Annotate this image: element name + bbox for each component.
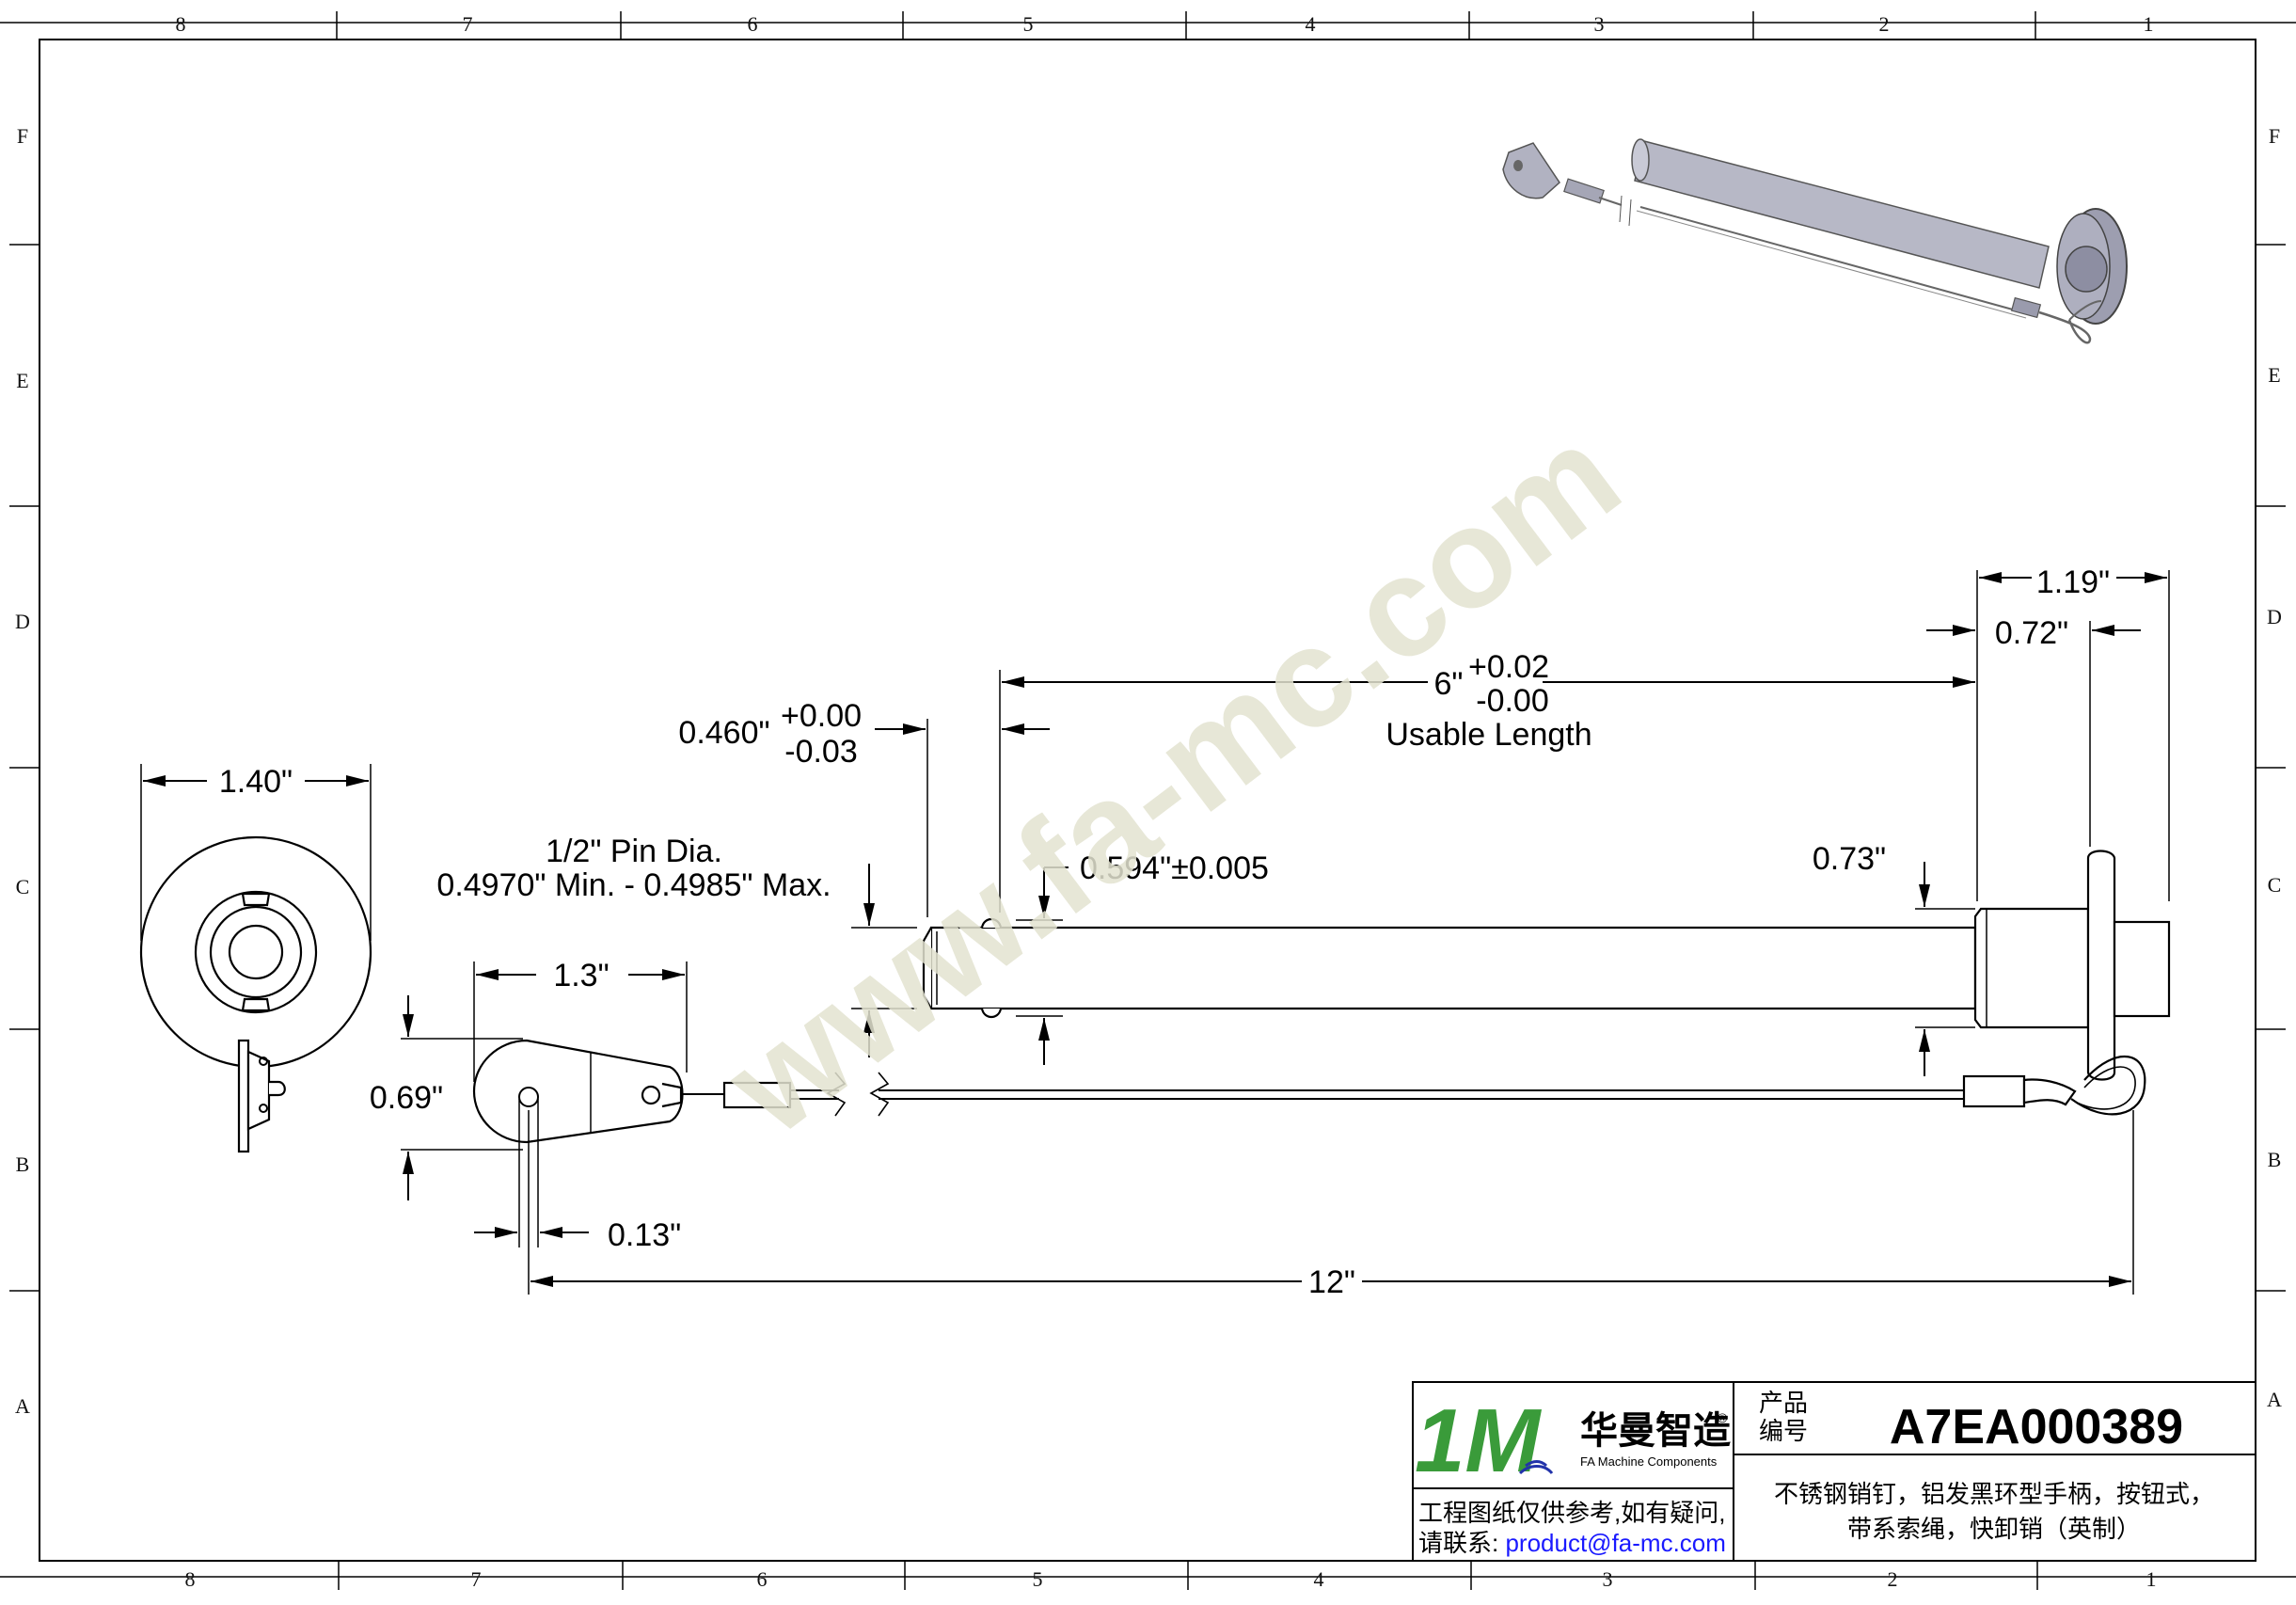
dim-text: 1.3" bbox=[553, 958, 609, 993]
col-label: 1 bbox=[2146, 1567, 2157, 1591]
dim-tip-460: 0.460" +0.00 -0.03 bbox=[678, 698, 1050, 917]
row-label: C bbox=[16, 875, 30, 898]
dim-text: 0.72" bbox=[1995, 615, 2068, 651]
row-label: F bbox=[17, 124, 28, 148]
tab-side-view bbox=[472, 1039, 684, 1144]
lanyard-cable bbox=[681, 1072, 1964, 1117]
dim-119: 1.19" bbox=[1976, 564, 2170, 901]
dim-ball-pos: 0.594"±0.005 bbox=[1016, 850, 1269, 1065]
row-label: E bbox=[16, 369, 28, 392]
row-label: B bbox=[2268, 1148, 2282, 1171]
dim-note: Usable Length bbox=[1386, 717, 1591, 753]
contact-email[interactable]: product@fa-mc.com bbox=[1505, 1529, 1725, 1557]
logo-en: FA Machine Components bbox=[1580, 1454, 1718, 1469]
part-number: A7EA000389 bbox=[1890, 1400, 2183, 1454]
dim-text: 1.19" bbox=[2036, 564, 2110, 600]
contact-note: 请联系: product@fa-mc.com bbox=[1418, 1529, 1726, 1557]
row-label: D bbox=[2267, 605, 2282, 628]
dim-lanyard-12: 12" bbox=[528, 1110, 2134, 1300]
watermark: www.fa-mc.com bbox=[698, 394, 1647, 1165]
dim-diameter-140: 1.40" bbox=[140, 764, 372, 941]
drawing-frame: 8 7 6 5 4 3 2 1 8 7 6 5 4 3 2 1 F E D C … bbox=[0, 11, 2296, 1591]
col-label: 7 bbox=[471, 1567, 482, 1591]
col-label: 7 bbox=[463, 12, 473, 36]
dim-pin-dia: 1/2" Pin Dia. 0.4970" Min. - 0.4985" Max… bbox=[436, 834, 917, 1057]
dim-text: 12" bbox=[1308, 1264, 1355, 1300]
disclaimer-note: 工程图纸仅供参考,如有疑问, bbox=[1418, 1499, 1725, 1527]
dim-usable-length: 6" +0.02 -0.00 Usable Length bbox=[999, 649, 1975, 913]
col-label: 1 bbox=[2144, 12, 2154, 36]
col-label: 2 bbox=[1879, 12, 1890, 36]
dim-072: 0.72" bbox=[1926, 615, 2141, 847]
dim-text: 0.13" bbox=[608, 1217, 681, 1253]
dim-hole-013: 0.13" bbox=[474, 1099, 681, 1253]
col-label: 8 bbox=[176, 12, 186, 36]
dim-tab-069: 0.69" bbox=[370, 995, 523, 1200]
col-label: 3 bbox=[1603, 1567, 1613, 1591]
col-label: 2 bbox=[1888, 1567, 1898, 1591]
col-label: 8 bbox=[185, 1567, 196, 1591]
dim-tab-13: 1.3" bbox=[473, 958, 688, 1082]
row-label: F bbox=[2269, 124, 2280, 148]
row-label: D bbox=[15, 610, 30, 633]
dim-text: 6" bbox=[1434, 666, 1464, 702]
isometric-render bbox=[1502, 138, 2128, 344]
col-label: 3 bbox=[1594, 12, 1605, 36]
pin-side-view bbox=[922, 850, 2171, 1116]
col-label: 5 bbox=[1023, 12, 1034, 36]
part-description: 不锈钢销钉，铝发黑环型手柄，按钮式， bbox=[1774, 1480, 2214, 1508]
dim-note: 0.4970" Min. - 0.4985" Max. bbox=[436, 867, 831, 903]
title-block: 1M 华曼智造 ® FA Machine Components 产品 编号 A7… bbox=[1412, 1381, 2256, 1562]
dim-text: 0.69" bbox=[370, 1080, 443, 1116]
contact-prefix: 请联系: bbox=[1418, 1529, 1505, 1557]
part-number-label: 产品 bbox=[1759, 1389, 1808, 1417]
dim-tol: -0.00 bbox=[1476, 683, 1549, 719]
dim-text: 0.73" bbox=[1813, 841, 1886, 877]
dim-note: 1/2" Pin Dia. bbox=[546, 834, 722, 869]
logo-mark: 1M bbox=[1415, 1390, 1542, 1491]
dim-tol: +0.02 bbox=[1468, 649, 1549, 685]
col-label: 6 bbox=[757, 1567, 768, 1591]
logo-reg: ® bbox=[1718, 1410, 1728, 1425]
dim-text: 0.594"±0.005 bbox=[1080, 850, 1269, 886]
part-number-label: 编号 bbox=[1759, 1417, 1808, 1445]
dim-collar-073: 0.73" bbox=[1813, 841, 1975, 1076]
dim-tol: -0.03 bbox=[784, 734, 858, 770]
row-label: A bbox=[2267, 1388, 2282, 1411]
row-label: C bbox=[2268, 873, 2282, 897]
col-label: 4 bbox=[1306, 12, 1316, 36]
col-label: 4 bbox=[1314, 1567, 1324, 1591]
col-label: 6 bbox=[748, 12, 758, 36]
render-pin-body bbox=[1634, 140, 2050, 289]
dim-text: 0.460" bbox=[678, 715, 769, 751]
col-label: 5 bbox=[1033, 1567, 1043, 1591]
dim-tol: +0.00 bbox=[781, 698, 862, 734]
end-view bbox=[139, 835, 372, 1153]
row-label: A bbox=[15, 1394, 30, 1418]
dim-text: 1.40" bbox=[219, 764, 293, 800]
part-description: 带系索绳，快卸销（英制） bbox=[1847, 1515, 2141, 1543]
logo-cn: 华曼智造 bbox=[1580, 1410, 1731, 1452]
row-label: B bbox=[16, 1152, 30, 1176]
company-logo: 1M 华曼智造 ® FA Machine Components bbox=[1415, 1390, 1731, 1491]
row-label: E bbox=[2268, 363, 2280, 387]
